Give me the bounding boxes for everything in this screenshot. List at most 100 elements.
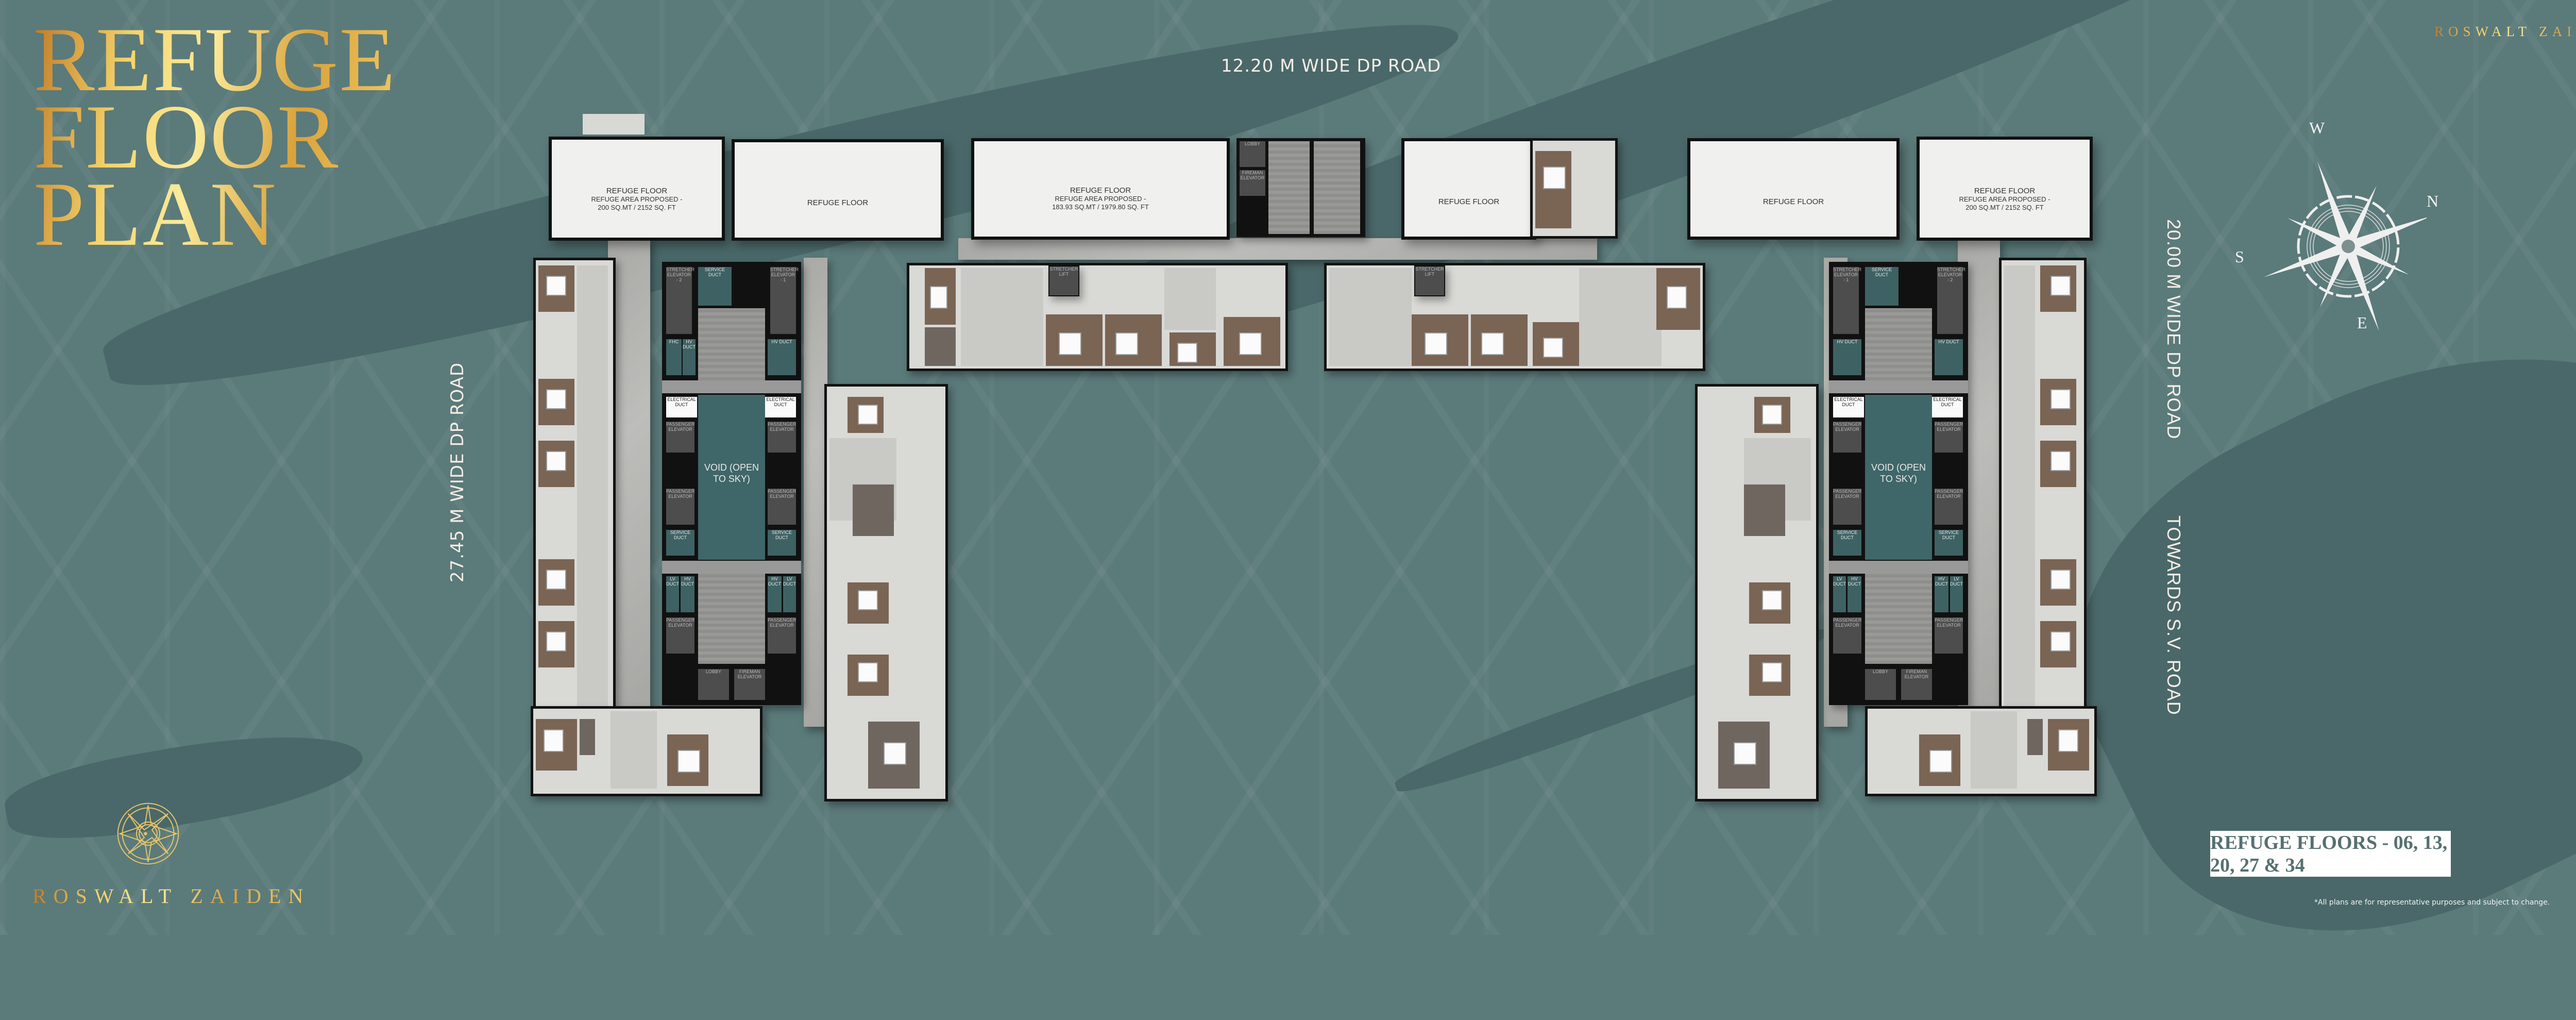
passenger-elevator: PASSENGER ELEVATOR (768, 422, 796, 453)
page-title: REFUGE FLOOR PLAN (33, 21, 396, 253)
refuge-detail: REFUGE AREA PROPOSED - (1055, 195, 1146, 203)
passenger-elevator: PASSENGER ELEVATOR (1833, 489, 1861, 525)
void-open-to-sky: VOID (OPEN TO SKY) (1865, 395, 1932, 560)
stretcher-elevator: STRETCHER ELEVATOR - 2 (1937, 267, 1965, 334)
hv-duct: HV DUCT (1935, 576, 1948, 612)
refuge-label: REFUGE FLOOR (1762, 197, 1824, 206)
electrical-duct: ELECTRICAL DUCT (765, 397, 796, 417)
electrical-duct: ELECTRICAL DUCT (1833, 397, 1864, 417)
passenger-elevator: PASSENGER ELEVATOR (1935, 617, 1963, 654)
service-duct: SERVICE DUCT (1865, 267, 1899, 306)
lobby-room: LOBBY (1865, 669, 1896, 700)
brand-name-bottom: ROSWALT ZAIDEN (32, 884, 311, 908)
service-duct: SERVICE DUCT (1833, 530, 1861, 556)
passenger-elevator: PASSENGER ELEVATOR (1833, 617, 1861, 654)
road-label-right: 20.00 M WIDE DP ROAD (2163, 219, 2184, 440)
stretcher-elevator: STRETCHER ELEVATOR - 1 (1833, 267, 1861, 334)
brand-name-top: ROSWALT ZAIDEN (2434, 24, 2576, 40)
corridor-top (958, 238, 1597, 260)
apartment-unit[interactable]: STRETCHER LIFT (907, 263, 1288, 371)
refuge-area[interactable]: REFUGE FLOOR (1401, 138, 1536, 240)
apartment-unit[interactable] (533, 258, 616, 783)
passenger-elevator: PASSENGER ELEVATOR (768, 617, 796, 654)
service-duct: SERVICE DUCT (768, 530, 796, 556)
hv-duct: HV DUCT (1848, 576, 1861, 612)
hv-duct: HV DUCT (681, 576, 694, 612)
lobby-room: LOBBY (1240, 141, 1265, 167)
central-stair-core: LOBBY FIREMAN ELEVATOR (1236, 138, 1365, 237)
hv-duct: HV DUCT (768, 576, 782, 612)
road-label-left: 27.45 M WIDE DP ROAD (447, 362, 468, 582)
staircase (698, 308, 765, 380)
refuge-label: REFUGE FLOOR (807, 198, 869, 207)
left-core: STRETCHER ELEVATOR - 2 SERVICE DUCT STRE… (662, 262, 801, 705)
lobby-room: LOBBY (698, 669, 729, 700)
electrical-duct: ELECTRICAL DUCT (666, 397, 697, 417)
road-label-top: 12.20 M WIDE DP ROAD (1221, 56, 1442, 76)
service-duct: SERVICE DUCT (666, 530, 694, 556)
compass-east-label: E (2357, 313, 2367, 332)
hv-duct: HV DUCT (683, 339, 696, 375)
passenger-elevator: PASSENGER ELEVATOR (1935, 422, 1963, 453)
refuge-floors-text: REFUGE FLOORS - 06, 13, 20, 27 & 34 (2210, 831, 2448, 876)
staircase (1865, 571, 1932, 664)
right-core: STRETCHER ELEVATOR - 1 SERVICE DUCT STRE… (1829, 262, 1968, 705)
fireman-elevator: FIREMAN ELEVATOR (1240, 170, 1265, 196)
stretcher-lift: STRETCHER LIFT (1415, 266, 1444, 295)
electrical-duct: ELECTRICAL DUCT (1932, 397, 1963, 417)
passenger-elevator: PASSENGER ELEVATOR (666, 489, 694, 525)
lv-duct: LV DUCT (783, 576, 796, 612)
hv-duct: HV DUCT (1833, 339, 1861, 375)
disclaimer: *All plans are for representative purpos… (2314, 898, 2550, 907)
compass: W N S E (2231, 119, 2438, 335)
service-duct: SERVICE DUCT (698, 267, 732, 306)
passenger-elevator: PASSENGER ELEVATOR (768, 489, 796, 525)
refuge-label: REFUGE FLOOR (1070, 186, 1131, 195)
fireman-elevator: FIREMAN ELEVATOR (734, 669, 765, 700)
refuge-detail: REFUGE AREA PROPOSED - (1959, 195, 2050, 203)
compass-south-label: S (2235, 247, 2244, 266)
staircase (698, 571, 765, 664)
passenger-elevator: PASSENGER ELEVATOR (666, 422, 694, 453)
title-line: PLAN (33, 163, 277, 265)
staircase (1268, 141, 1310, 234)
staircase (1314, 141, 1360, 234)
sun-moon-compass-logo-icon (117, 802, 179, 865)
compass-north-label: N (2427, 192, 2439, 210)
apartment-unit[interactable]: STRETCHER LIFT (1324, 263, 1705, 371)
service-lobby (1829, 380, 1968, 393)
compass-rose-icon (2263, 161, 2427, 331)
apartment-unit[interactable] (824, 384, 948, 801)
lv-duct: LV DUCT (666, 576, 679, 612)
refuge-area-size: 183.93 SQ.MT / 1979.80 SQ. FT (1052, 203, 1149, 211)
refuge-label: REFUGE FLOOR (606, 187, 668, 195)
stretcher-lift: STRETCHER LIFT (1049, 266, 1078, 295)
refuge-area[interactable]: REFUGE FLOOR (1687, 138, 1900, 240)
apartment-unit[interactable] (1530, 138, 1618, 239)
lv-duct: LV DUCT (1833, 576, 1846, 612)
lv-duct: LV DUCT (1950, 576, 1963, 612)
apartment-unit[interactable] (1865, 706, 2097, 796)
staircase (1865, 308, 1932, 380)
stretcher-elevator: STRETCHER ELEVATOR - 1 (770, 267, 799, 334)
passenger-elevator: PASSENGER ELEVATOR (666, 617, 694, 654)
service-duct: SERVICE DUCT (1935, 530, 1963, 556)
passenger-elevator: PASSENGER ELEVATOR (1935, 489, 1963, 525)
fireman-elevator: FIREMAN ELEVATOR (1901, 669, 1932, 700)
compass-west-label: W (2309, 119, 2325, 137)
refuge-area-size: 200 SQ.MT / 2152 SQ. FT (598, 204, 676, 211)
apartment-unit[interactable] (1695, 384, 1819, 801)
hv-duct: HV DUCT (768, 339, 796, 375)
fhc: FHC (666, 339, 682, 375)
apartment-unit[interactable] (531, 706, 762, 796)
refuge-detail: REFUGE AREA PROPOSED - (591, 195, 683, 203)
apartment-unit[interactable] (1999, 258, 2087, 783)
stretcher-elevator: STRETCHER ELEVATOR - 2 (666, 267, 694, 334)
void-open-to-sky: VOID (OPEN TO SKY) (698, 395, 765, 560)
hv-duct: HV DUCT (1935, 339, 1963, 375)
refuge-area[interactable]: REFUGE FLOOR (732, 139, 944, 241)
refuge-label: REFUGE FLOOR (1974, 187, 2036, 195)
